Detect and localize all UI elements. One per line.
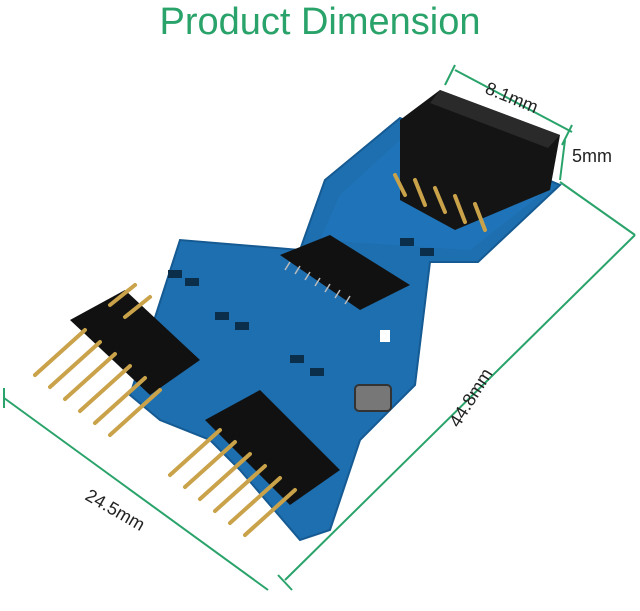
top-pins xyxy=(393,173,487,232)
dimension-depth: 5mm xyxy=(572,146,612,166)
left-header xyxy=(33,283,200,437)
dimension-lines xyxy=(3,64,636,591)
top-connector xyxy=(393,90,560,232)
ic-chip xyxy=(280,235,410,310)
crystal-component xyxy=(354,384,392,412)
right-header xyxy=(168,390,340,537)
smd-components xyxy=(168,238,434,376)
page-title: Product Dimension xyxy=(159,1,481,43)
